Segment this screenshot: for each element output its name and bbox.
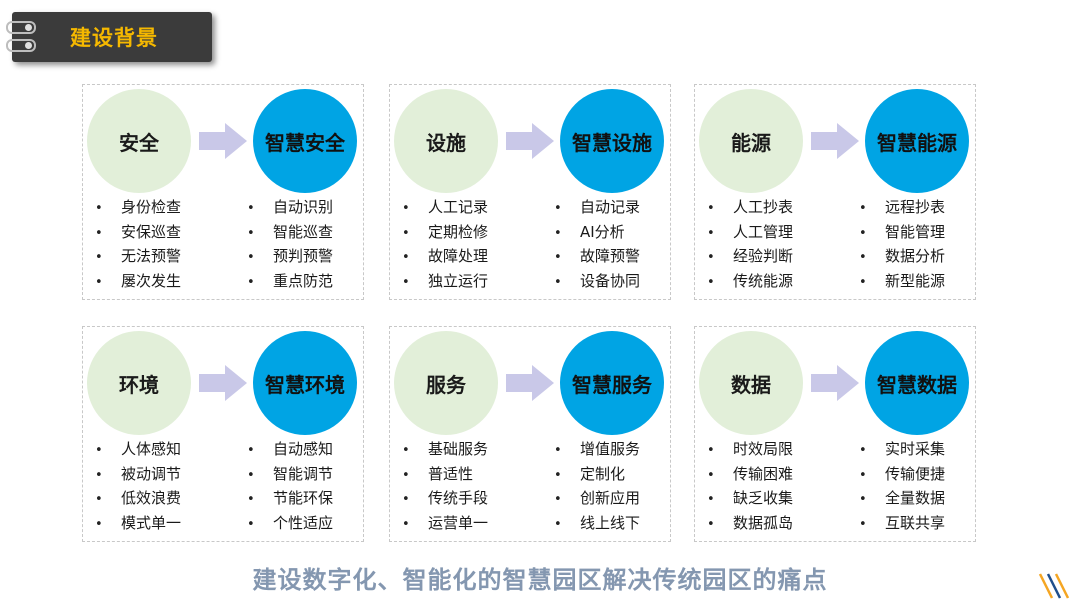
list-item: •无法预警: [95, 247, 182, 265]
list-item: •自动识别: [247, 198, 334, 216]
list-item: •传输困难: [707, 464, 794, 483]
arrow-right-icon: [199, 123, 247, 159]
list-item: •传统手段: [402, 489, 489, 507]
list-item: •基础服务: [402, 440, 489, 458]
binder-ring-icon: [6, 39, 36, 52]
list-item: •人工抄表: [707, 198, 794, 216]
card-energy: 能源 智慧能源 •人工抄表 •人工管理 •经验判断 •传统能源 •远程抄表 •智…: [694, 84, 976, 300]
list-item: •传统能源: [707, 271, 794, 290]
smart-circle: 智慧能源: [865, 89, 969, 193]
smart-list: •自动识别 •智能巡查 •预判预警 •重点防范: [247, 195, 333, 293]
list-item: •传输便捷: [859, 464, 946, 483]
smart-circle: 智慧环境: [253, 331, 357, 435]
list-item: •创新应用: [554, 489, 641, 507]
traditional-list: •时效局限 •传输困难 •缺乏收集 •数据孤岛: [707, 437, 793, 535]
arrow-right-icon: [811, 365, 859, 401]
smart-circle: 智慧设施: [560, 89, 664, 193]
traditional-circle: 设施: [394, 89, 498, 193]
corner-stripes-icon: [1038, 573, 1070, 599]
card-facilities: 设施 智慧设施 •人工记录 •定期检修 •故障处理 •独立运行 •自动记录 •A…: [389, 84, 671, 300]
page-title: 建设背景: [70, 26, 158, 50]
list-item: •被动调节: [95, 464, 182, 483]
list-item: •安保巡查: [95, 222, 182, 241]
list-item: •时效局限: [707, 440, 794, 458]
smart-list: •自动记录 •AI分析 •故障预警 •设备协同: [554, 195, 640, 293]
arrow-right-icon: [199, 365, 247, 401]
arrow-right-icon: [506, 123, 554, 159]
list-item: •人工管理: [707, 222, 794, 241]
list-item: •远程抄表: [859, 198, 946, 216]
list-item: •预判预警: [247, 247, 334, 265]
smart-list: •增值服务 •定制化 •创新应用 •线上线下: [554, 437, 640, 535]
list-item: •屡次发生: [95, 271, 182, 290]
arrow-right-icon: [811, 123, 859, 159]
traditional-list: •人体感知 •被动调节 •低效浪费 •模式单一: [95, 437, 181, 535]
list-item: •互联共享: [859, 513, 946, 532]
list-item: •数据分析: [859, 247, 946, 265]
list-item: •新型能源: [859, 271, 946, 290]
smart-circle: 智慧安全: [253, 89, 357, 193]
list-item: •故障处理: [402, 247, 489, 265]
list-item: •经验判断: [707, 247, 794, 265]
smart-list: •远程抄表 •智能管理 •数据分析 •新型能源: [859, 195, 945, 293]
traditional-list: •身份检查 •安保巡查 •无法预警 •屡次发生: [95, 195, 181, 293]
list-item: •人工记录: [402, 198, 489, 216]
list-item: •人体感知: [95, 440, 182, 458]
list-item: •定期检修: [402, 222, 489, 241]
list-item: •定制化: [554, 464, 626, 483]
list-item: •AI分析: [554, 222, 625, 241]
list-item: •智能调节: [247, 464, 334, 483]
list-item: •缺乏收集: [707, 489, 794, 507]
list-item: •自动记录: [554, 198, 641, 216]
card-environment: 环境 智慧环境 •人体感知 •被动调节 •低效浪费 •模式单一 •自动感知 •智…: [82, 326, 364, 542]
list-item: •重点防范: [247, 271, 334, 290]
list-item: •故障预警: [554, 247, 641, 265]
binder-ring-icon: [6, 21, 36, 34]
smart-circle: 智慧数据: [865, 331, 969, 435]
smart-list: •自动感知 •智能调节 •节能环保 •个性适应: [247, 437, 333, 535]
card-data: 数据 智慧数据 •时效局限 •传输困难 •缺乏收集 •数据孤岛 •实时采集 •传…: [694, 326, 976, 542]
list-item: •设备协同: [554, 271, 641, 290]
traditional-list: •人工记录 •定期检修 •故障处理 •独立运行: [402, 195, 488, 293]
binder-hole-icon: [25, 24, 32, 31]
traditional-circle: 安全: [87, 89, 191, 193]
card-security: 安全 智慧安全 •身份检查 •安保巡查 •无法预警 •屡次发生 •自动识别 •智…: [82, 84, 364, 300]
list-item: •模式单一: [95, 513, 182, 532]
list-item: •低效浪费: [95, 489, 182, 507]
list-item: •线上线下: [554, 513, 641, 532]
list-item: •运营单一: [402, 513, 489, 532]
arrow-right-icon: [506, 365, 554, 401]
list-item: •独立运行: [402, 271, 489, 290]
list-item: •身份检查: [95, 198, 182, 216]
list-item: •智能管理: [859, 222, 946, 241]
footer-caption: 建设数字化、智能化的智慧园区解决传统园区的痛点: [252, 566, 828, 594]
traditional-circle: 数据: [699, 331, 803, 435]
traditional-circle: 能源: [699, 89, 803, 193]
list-item: •实时采集: [859, 440, 946, 458]
traditional-circle: 环境: [87, 331, 191, 435]
section-title-tab: 建设背景: [6, 12, 212, 62]
traditional-circle: 服务: [394, 331, 498, 435]
card-services: 服务 智慧服务 •基础服务 •普适性 •传统手段 •运营单一 •增值服务 •定制…: [389, 326, 671, 542]
list-item: •智能巡查: [247, 222, 334, 241]
binder-hole-icon: [25, 42, 32, 49]
traditional-list: •基础服务 •普适性 •传统手段 •运营单一: [402, 437, 488, 535]
list-item: •节能环保: [247, 489, 334, 507]
list-item: •全量数据: [859, 489, 946, 507]
traditional-list: •人工抄表 •人工管理 •经验判断 •传统能源: [707, 195, 793, 293]
list-item: •数据孤岛: [707, 513, 794, 532]
list-item: •个性适应: [247, 513, 334, 532]
smart-circle: 智慧服务: [560, 331, 664, 435]
smart-list: •实时采集 •传输便捷 •全量数据 •互联共享: [859, 437, 945, 535]
list-item: •自动感知: [247, 440, 334, 458]
list-item: •增值服务: [554, 440, 641, 458]
list-item: •普适性: [402, 464, 474, 483]
